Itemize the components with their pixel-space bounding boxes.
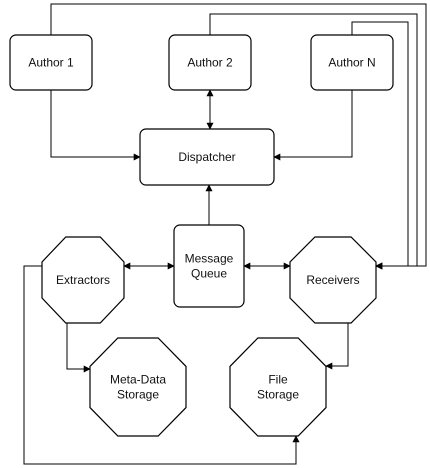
file-storage-shape [229, 337, 327, 437]
extractors-label: Extractors [56, 273, 110, 287]
edges-layer [23, 3, 427, 465]
dispatcher-label: Dispatcher [178, 150, 235, 164]
author2-shape [168, 34, 252, 91]
edge-authorN-to-dispatcher [273, 90, 353, 161]
author1-label: Author 1 [28, 56, 74, 70]
edge-author1-to-dispatcher [50, 90, 141, 161]
receivers-label: Receivers [306, 273, 359, 287]
metadata-storage-shape [89, 337, 187, 437]
dispatcher-node: Dispatcher [139, 128, 275, 186]
edge-extractors-to-metadata-storage [66, 323, 91, 373]
message-queue-label: Message [185, 252, 234, 266]
receivers-shape [289, 236, 377, 324]
nodes-layer: Author 1 Author 2 Author N DispatcherMessag… [9, 34, 394, 437]
dispatcher-shape [139, 128, 275, 186]
edge-authorN-to-receivers [351, 21, 409, 270]
metadata-storage-label: Meta-Data [110, 373, 166, 387]
author1-shape [9, 34, 93, 91]
author2-node: Author 2 [168, 34, 252, 91]
message-queue-label: Queue [191, 267, 227, 281]
extractors-node: Extractors [41, 236, 125, 324]
file-storage-label: File [268, 373, 288, 387]
authorN-shape [310, 34, 394, 91]
metadata-storage-label: Storage [117, 388, 159, 402]
receivers-node: Receivers [289, 236, 377, 324]
authorN-node: Author N [310, 34, 394, 91]
file-storage-label: Storage [257, 388, 299, 402]
edge-extractors-to-file-storage [23, 265, 300, 465]
edge-receivers-to-file-storage [325, 323, 349, 370]
extractors-shape [41, 236, 125, 324]
authorN-label: Author N [328, 56, 375, 70]
author1-node: Author 1 [9, 34, 93, 91]
message-queue-shape [173, 224, 245, 308]
author2-label: Author 2 [187, 56, 233, 70]
